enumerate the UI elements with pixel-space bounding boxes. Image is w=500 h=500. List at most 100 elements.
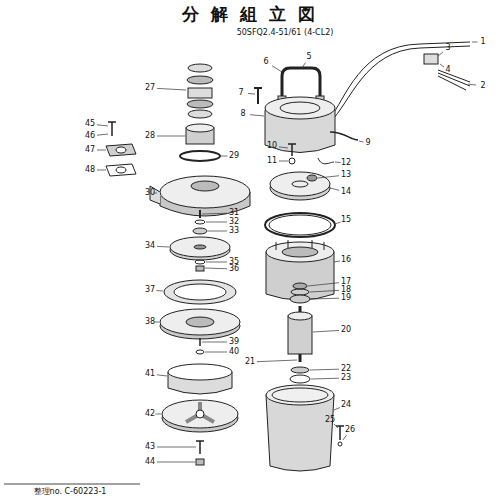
flange bbox=[106, 144, 136, 156]
leader-line bbox=[97, 125, 108, 126]
leader-line bbox=[157, 136, 185, 137]
callout-number: 43 bbox=[145, 443, 155, 451]
callout-number: 16 bbox=[341, 256, 351, 264]
nut bbox=[196, 266, 204, 271]
callout-number: 32 bbox=[229, 218, 239, 226]
callout-number: 18 bbox=[341, 286, 351, 294]
callout-number: 44 bbox=[145, 458, 155, 466]
callout-number: 40 bbox=[229, 348, 239, 356]
flange-bore bbox=[116, 147, 126, 153]
callout-number: 21 bbox=[245, 358, 255, 366]
leader-line bbox=[206, 262, 227, 263]
callout-number: 45 bbox=[85, 120, 95, 128]
callout-number: 30 bbox=[145, 189, 155, 197]
bolt bbox=[254, 88, 262, 104]
leader-line bbox=[205, 352, 227, 353]
suction-plate bbox=[160, 309, 240, 339]
lead-wire bbox=[330, 132, 358, 140]
callout-number: 3 bbox=[445, 44, 450, 52]
leader-line bbox=[335, 162, 341, 164]
callout-number: 31 bbox=[229, 209, 239, 217]
bracket bbox=[270, 172, 330, 200]
gasket bbox=[106, 164, 136, 176]
leader-line bbox=[438, 52, 443, 56]
rotor bbox=[288, 306, 312, 362]
callout-number: 5 bbox=[306, 53, 311, 61]
sheet-note: 50SFQ2.4-51/61 (4-CL2) bbox=[237, 29, 334, 37]
leader-line bbox=[157, 447, 196, 448]
motor-casing bbox=[266, 385, 334, 471]
lead-wire bbox=[318, 158, 334, 164]
seal bbox=[290, 375, 310, 383]
leader-line bbox=[302, 63, 306, 69]
bolt bbox=[108, 122, 116, 136]
callout-number: 42 bbox=[145, 410, 155, 418]
callout-number: 26 bbox=[345, 426, 355, 434]
washer bbox=[195, 260, 205, 264]
callout-number: 13 bbox=[341, 171, 351, 179]
leader-line bbox=[205, 268, 227, 270]
callout-number: 8 bbox=[240, 110, 245, 118]
callout-number: 12 bbox=[341, 159, 351, 167]
callout-number: 22 bbox=[341, 365, 351, 373]
leader-line bbox=[157, 88, 186, 90]
spacer bbox=[193, 228, 207, 234]
callout-number: 29 bbox=[229, 152, 239, 160]
leader-line bbox=[157, 375, 167, 376]
callout-number: 23 bbox=[341, 374, 351, 382]
screw bbox=[288, 144, 296, 156]
leader-line bbox=[248, 93, 255, 95]
leader-line bbox=[155, 322, 160, 323]
leader-line bbox=[279, 161, 288, 162]
leader-line bbox=[313, 330, 339, 332]
callout-number: 24 bbox=[341, 401, 351, 409]
callout-number: 19 bbox=[341, 294, 351, 302]
callout-number: 14 bbox=[341, 188, 351, 196]
leader-line bbox=[157, 290, 164, 292]
callout-number: 9 bbox=[365, 139, 370, 147]
bearing bbox=[290, 283, 310, 303]
washer bbox=[196, 350, 204, 354]
leader-line bbox=[318, 176, 339, 178]
leader-line bbox=[310, 369, 339, 371]
callout-number: 41 bbox=[145, 370, 155, 378]
motor-cover bbox=[265, 97, 335, 153]
callout-number: 39 bbox=[229, 338, 239, 346]
title-rule bbox=[4, 484, 140, 485]
callout-number: 17 bbox=[341, 278, 351, 286]
leader-line bbox=[311, 298, 339, 300]
strainer-base bbox=[162, 400, 238, 432]
leader-line bbox=[257, 360, 297, 362]
callout-number: 11 bbox=[267, 157, 277, 165]
callout-number: 15 bbox=[341, 216, 351, 224]
callout-number: 48 bbox=[85, 166, 95, 174]
callout-number: 2 bbox=[480, 82, 485, 90]
callout-number: 25 bbox=[325, 416, 335, 424]
leader-line bbox=[310, 290, 339, 292]
callout-number: 7 bbox=[238, 89, 243, 97]
callout-number: 20 bbox=[341, 326, 351, 334]
strainer-ring bbox=[168, 364, 232, 394]
callout-number: 28 bbox=[145, 132, 155, 140]
leader-line bbox=[97, 134, 108, 135]
leader-line bbox=[343, 435, 347, 440]
callout-number: 37 bbox=[145, 286, 155, 294]
leader-line bbox=[330, 188, 339, 190]
leader-line bbox=[157, 246, 169, 248]
leader-line bbox=[157, 462, 195, 463]
callout-number: 46 bbox=[85, 132, 95, 140]
o-ring bbox=[180, 151, 220, 161]
leader-line bbox=[308, 283, 339, 286]
callout-number: 27 bbox=[145, 84, 155, 92]
leader-line bbox=[472, 42, 478, 43]
leader-line bbox=[311, 378, 339, 380]
leader-line bbox=[359, 141, 364, 142]
callout-number: 47 bbox=[85, 146, 95, 154]
leader-line bbox=[250, 115, 264, 116]
leader-line bbox=[97, 150, 106, 151]
key bbox=[199, 210, 201, 218]
leader-line bbox=[335, 222, 341, 224]
